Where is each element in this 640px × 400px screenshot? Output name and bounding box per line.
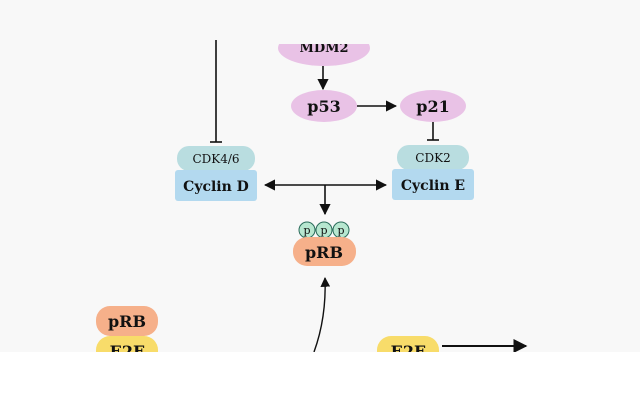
node-cyclin-d-label: Cyclin D [183,179,249,195]
node-prb: pRB [293,237,356,266]
node-prb-left: pRB [96,306,158,336]
phospho-2: p [315,221,333,239]
phospho-groups: p p p [298,221,350,239]
node-cyclin-d: Cyclin D [175,170,257,201]
phospho-2-label: p [320,224,327,237]
phospho-3-label: p [337,224,344,237]
phospho-1: p [298,221,316,239]
edges [210,40,528,353]
node-p53: p53 [291,90,357,122]
node-cdk46-label: CDK4/6 [192,152,239,166]
node-p21: p21 [400,90,466,122]
node-p21-label: p21 [416,97,449,116]
bottom-clip [0,352,640,400]
phospho-1-label: p [303,224,310,237]
node-cdk2: CDK2 [397,145,469,170]
node-mdm2-label: MDM2 [299,41,348,56]
node-prb-label: pRB [305,243,343,262]
mdm2-top-clip [270,0,380,44]
phospho-3: p [332,221,350,239]
node-cdk2-label: CDK2 [415,151,450,165]
edge-curve-to-prb [313,277,331,353]
node-cyclin-e-label: Cyclin E [401,178,465,194]
node-cdk46: CDK4/6 [177,146,255,171]
node-prb-left-label: pRB [108,312,146,331]
node-cyclin-e: Cyclin E [392,169,474,200]
node-p53-label: p53 [307,97,340,116]
